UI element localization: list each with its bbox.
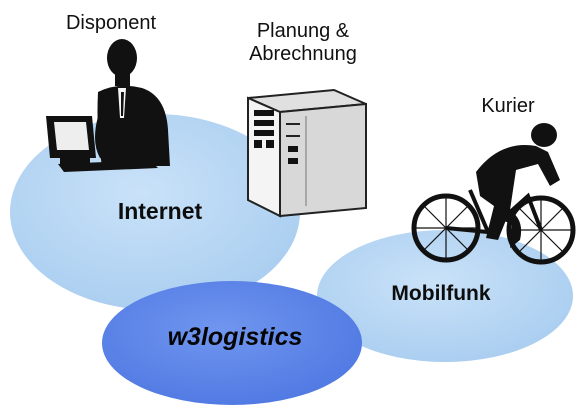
- planung-label: Planung & Abrechnung: [228, 20, 378, 66]
- server-icon: [247, 88, 367, 218]
- dispatcher-icon: [46, 39, 170, 172]
- courier-cyclist-icon: [411, 123, 576, 265]
- disponent-label: Disponent: [65, 12, 157, 34]
- mobilfunk-cloud: [317, 230, 573, 362]
- kurier-label: Kurier: [481, 95, 535, 117]
- w3logistics-cloud: [102, 281, 362, 405]
- mobilfunk-label: Mobilfunk: [391, 282, 491, 305]
- planung-line2: Abrechnung: [249, 43, 357, 65]
- planung-line1: Planung &: [256, 20, 350, 42]
- internet-label: Internet: [117, 198, 203, 224]
- w3logistics-label: w3logistics: [167, 323, 303, 351]
